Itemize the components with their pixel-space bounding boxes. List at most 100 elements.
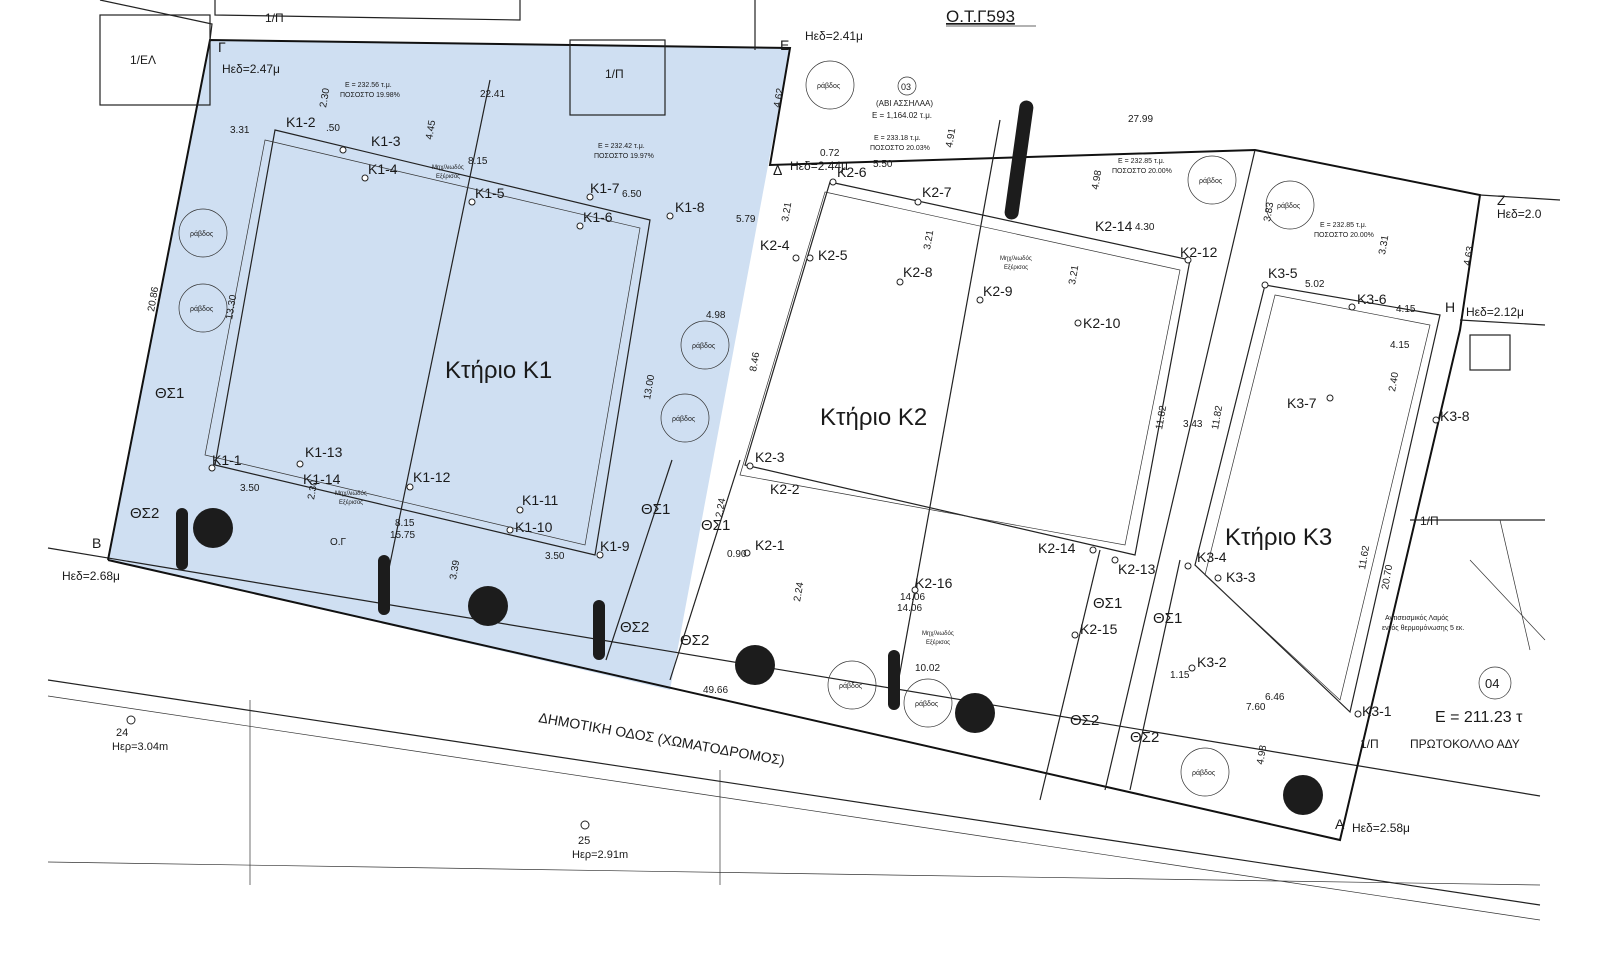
svg-text:Κ2-14: Κ2-14 xyxy=(1038,540,1076,556)
parking-t10: ΘΣ1 xyxy=(1153,610,1182,627)
corner-eta-height: Ηεδ=2.12μ xyxy=(1466,305,1524,319)
trees xyxy=(176,100,1323,815)
corner-g: Γ xyxy=(218,39,226,55)
corner-z-height: Ηεδ=2.0 xyxy=(1497,207,1542,221)
svg-text:Κ1-9: Κ1-9 xyxy=(600,538,630,554)
parcel-03-name: (ΑΒΙ ΑΣΣΗΛΑΑ) xyxy=(876,99,933,108)
svg-text:14.06: 14.06 xyxy=(897,603,922,614)
mech-4b: Εξέρισος xyxy=(926,639,950,646)
svg-text:4.15: 4.15 xyxy=(1396,304,1416,315)
block-id: Ο.Τ.Γ593 xyxy=(946,7,1015,26)
parcel-03-number: 03 xyxy=(901,82,911,92)
share-5-pct: ΠΟΣΟΣΤΟ 20.00% xyxy=(1314,232,1374,239)
svg-text:4.30: 4.30 xyxy=(1135,222,1155,233)
parking-t8: ΘΣ2 xyxy=(1070,712,1099,729)
svg-text:2.40: 2.40 xyxy=(1387,371,1401,393)
building-k1-label: Κτήριο Κ1 xyxy=(445,357,552,384)
share-5-area: Ε = 232.85 τ.μ. xyxy=(1320,222,1367,229)
svg-text:Κ2-15: Κ2-15 xyxy=(1080,621,1118,637)
svg-text:5.79: 5.79 xyxy=(736,214,756,225)
svg-text:3.39: 3.39 xyxy=(448,559,462,581)
svg-text:27.99: 27.99 xyxy=(1128,114,1153,125)
svg-text:2.24: 2.24 xyxy=(792,581,806,603)
corner-z: Ζ xyxy=(1497,192,1506,208)
share-3-pct: ΠΟΣΟΣΤΟ 20.03% xyxy=(870,145,930,152)
svg-text:11.82: 11.82 xyxy=(1154,404,1169,430)
building-k2-label: Κτήριο Κ2 xyxy=(820,404,927,431)
svg-text:3.83: 3.83 xyxy=(1262,201,1276,223)
svg-text:4.45: 4.45 xyxy=(424,119,438,141)
svg-text:2.24: 2.24 xyxy=(714,497,728,519)
svg-text:Κ2-8: Κ2-8 xyxy=(903,264,933,280)
neighbour-p2: 1/Π xyxy=(605,67,624,81)
svg-text:Κ1-1: Κ1-1 xyxy=(212,452,242,468)
svg-text:8.46: 8.46 xyxy=(748,351,762,373)
mech-1: Μηχ/λιωδός xyxy=(432,164,464,171)
parking-t4: ΘΣ2 xyxy=(620,619,649,636)
svg-text:11.82: 11.82 xyxy=(1210,404,1225,430)
mech-4: Μηχ/λιωδός xyxy=(922,630,954,637)
svg-text:10.02: 10.02 xyxy=(915,663,940,674)
benchmark-24: 24 xyxy=(116,727,128,739)
corner-b: Β xyxy=(92,535,101,551)
svg-text:Κ2-9: Κ2-9 xyxy=(983,283,1013,299)
svg-text:Κ1-13: Κ1-13 xyxy=(305,444,343,460)
rabdos-8: ράβδος xyxy=(839,682,863,690)
svg-text:2.30: 2.30 xyxy=(306,479,320,501)
tank-note-2: εντός θερμομόνωσης 5 εκ. xyxy=(1382,624,1464,632)
parking-t9: ΘΣ2 xyxy=(1130,729,1159,746)
k1-plot-fill xyxy=(108,40,790,690)
svg-text:5.02: 5.02 xyxy=(1305,279,1325,290)
survey-points xyxy=(126,146,1440,830)
svg-text:Κ2-5: Κ2-5 xyxy=(818,247,848,263)
rabdos-circles xyxy=(178,60,1512,797)
building-outlines xyxy=(204,129,1441,714)
parcel-03-area: Ε = 1,164.02 τ.μ. xyxy=(872,111,932,120)
corner-d-height: Ηεδ=2.44μ xyxy=(790,159,848,173)
parcel-04-number: 04 xyxy=(1485,676,1499,691)
point-labels: Κ1-1 Κ1-2 Κ1-3 Κ1-4 Κ1-5 Κ1-6 Κ1-7 Κ1-8 … xyxy=(212,114,1470,719)
svg-text:Κ1-6: Κ1-6 xyxy=(583,209,613,225)
rabdos-7: ράβδος xyxy=(1277,202,1301,210)
svg-text:4.98: 4.98 xyxy=(706,310,726,321)
corner-e-height: Ηεδ=2.41μ xyxy=(805,29,863,43)
rabdos-3: ράβδος xyxy=(692,342,716,350)
svg-text:Κ3-8: Κ3-8 xyxy=(1440,408,1470,424)
svg-text:3.43: 3.43 xyxy=(1183,419,1203,430)
share-2-pct: ΠΟΣΟΣΤΟ 19.97% xyxy=(594,153,654,160)
svg-text:8.15: 8.15 xyxy=(468,156,488,167)
svg-text:Κ1-8: Κ1-8 xyxy=(675,199,705,215)
svg-text:Κ1-4: Κ1-4 xyxy=(368,161,398,177)
svg-text:Κ3-2: Κ3-2 xyxy=(1197,654,1227,670)
svg-text:3.21: 3.21 xyxy=(1067,264,1081,286)
rabdos-9: ράβδος xyxy=(915,700,939,708)
svg-text:Κ2-16: Κ2-16 xyxy=(915,575,953,591)
svg-text:.50: .50 xyxy=(326,123,340,134)
neighbour-p1: 1/Π xyxy=(265,11,284,25)
corner-g-height: Ηεδ=2.47μ xyxy=(222,62,280,76)
road-lines xyxy=(47,547,1541,921)
svg-text:2.30: 2.30 xyxy=(318,87,332,109)
corner-a-height: Ηεδ=2.58μ xyxy=(1352,821,1410,835)
svg-text:20.86: 20.86 xyxy=(146,286,161,313)
svg-text:49.66: 49.66 xyxy=(703,685,728,696)
neighbour-p3: 1/Π xyxy=(1420,514,1439,528)
svg-text:Κ3-6: Κ3-6 xyxy=(1357,291,1387,307)
lot-divisions xyxy=(379,79,1256,801)
svg-text:Κ3-7: Κ3-7 xyxy=(1287,395,1317,411)
svg-text:Κ2-6: Κ2-6 xyxy=(837,164,867,180)
svg-text:3.21: 3.21 xyxy=(922,229,936,251)
dimension-labels: 22.41 27.99 20.86 13.30 13.00 3.31 2.30 … xyxy=(146,87,1476,766)
tank-note: Αντισεισμικός Λαμός xyxy=(1385,614,1449,622)
svg-text:1.15: 1.15 xyxy=(1170,670,1190,681)
svg-text:Κ2-14: Κ2-14 xyxy=(1095,218,1133,234)
svg-text:Κ1-2: Κ1-2 xyxy=(286,114,316,130)
svg-text:4.62: 4.62 xyxy=(772,87,786,109)
svg-text:Κ2-13: Κ2-13 xyxy=(1118,561,1156,577)
building-k3-label: Κτήριο Κ3 xyxy=(1225,524,1332,551)
svg-text:4.98: 4.98 xyxy=(1090,169,1104,191)
svg-text:Κ2-12: Κ2-12 xyxy=(1180,244,1218,260)
benchmark-25: 25 xyxy=(578,835,590,847)
parking-t1: ΘΣ1 xyxy=(155,385,184,402)
